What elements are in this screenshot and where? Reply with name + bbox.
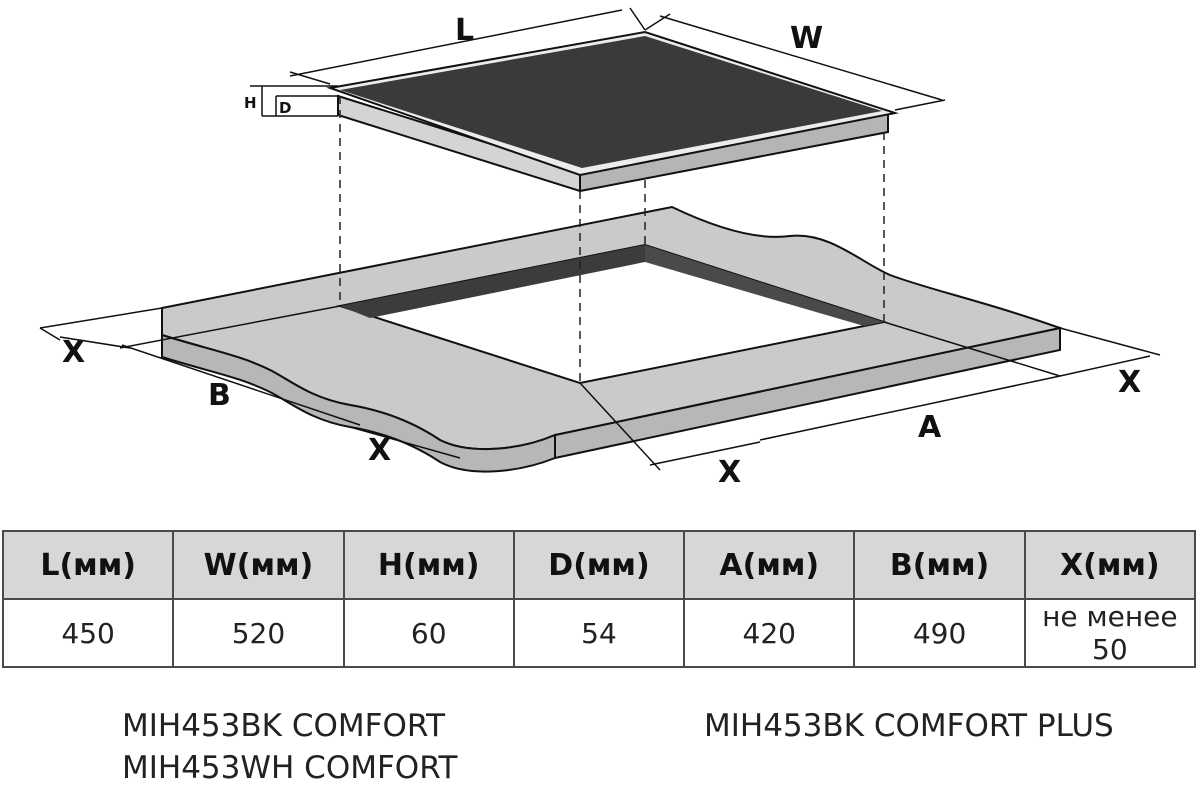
value-h: 60 xyxy=(342,598,515,668)
header-h: H(мм) xyxy=(342,530,515,600)
header-d: D(мм) xyxy=(512,530,686,600)
dimension-lines xyxy=(39,7,1161,471)
models-list-left: MIH453BK COMFORT MIH453WH COMFORT xyxy=(122,705,457,789)
dim-label-x-bottom: X xyxy=(718,455,741,490)
table-row: 450 520 60 54 420 490 не менее 50 xyxy=(1,598,1197,668)
hob xyxy=(326,30,899,193)
header-w: W(мм) xyxy=(172,530,345,600)
dim-label-x-left: X xyxy=(62,335,85,370)
dim-label-w: W xyxy=(790,21,823,56)
dim-label-b: B xyxy=(208,378,231,413)
header-a: A(мм) xyxy=(683,530,856,600)
dimensions-table: L(мм) W(мм) H(мм) D(мм) A(мм) B(мм) X(мм… xyxy=(1,530,1197,668)
cutout-right-wall xyxy=(645,245,884,326)
header-l: L(мм) xyxy=(1,530,175,600)
value-w: 520 xyxy=(172,598,345,668)
cutout-back-wall xyxy=(340,245,645,318)
header-x: X(мм) xyxy=(1023,530,1197,600)
dim-label-l: L xyxy=(455,13,474,48)
table-header-row: L(мм) W(мм) H(мм) D(мм) A(мм) B(мм) X(мм… xyxy=(1,530,1197,600)
value-l: 450 xyxy=(1,598,175,668)
dim-label-x-bottom-left: X xyxy=(368,433,391,468)
model-name: MIH453BK COMFORT PLUS xyxy=(704,708,1114,744)
model-name: MIH453BK COMFORT xyxy=(122,708,446,744)
value-d: 54 xyxy=(512,598,686,668)
value-b: 490 xyxy=(853,598,1026,668)
dim-label-h: H xyxy=(244,94,257,112)
installation-diagram: L W H D X B X X A X xyxy=(39,7,1161,490)
countertop xyxy=(161,205,1064,473)
header-b: B(мм) xyxy=(853,530,1026,600)
projection-lines xyxy=(339,96,885,383)
value-a: 420 xyxy=(683,598,856,668)
model-name: MIH453WH COMFORT xyxy=(122,750,458,786)
hob-glass xyxy=(340,36,882,168)
dim-label-x-right: X xyxy=(1118,365,1141,400)
value-x: не менее 50 xyxy=(1023,598,1197,668)
dim-label-a: A xyxy=(918,410,942,445)
dim-label-d: D xyxy=(279,99,291,117)
models-list-right: MIH453BK COMFORT PLUS xyxy=(704,705,1114,747)
